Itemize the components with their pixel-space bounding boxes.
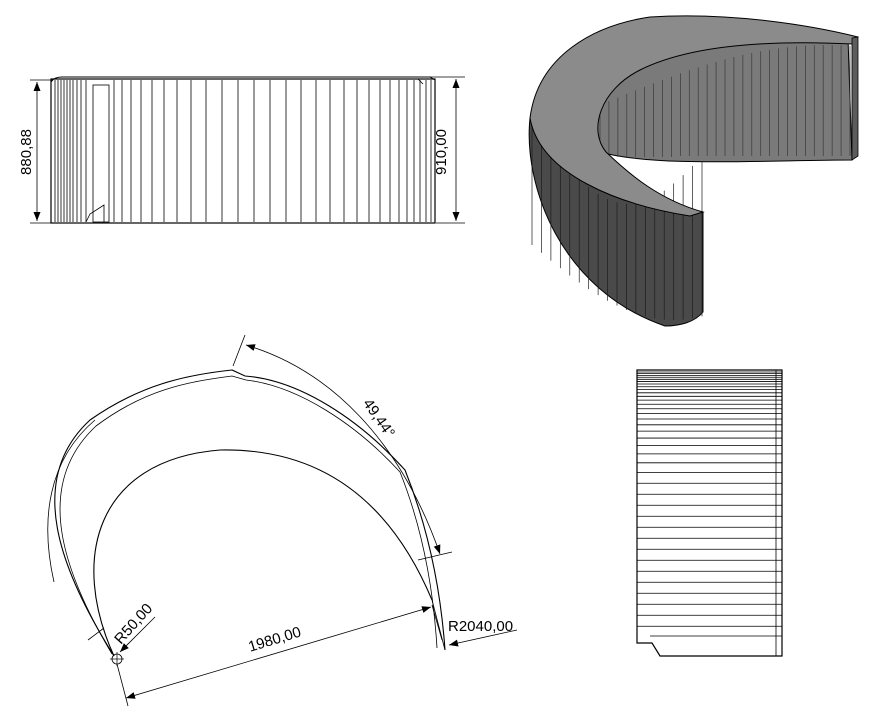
iso-outer-facet-lines	[531, 120, 703, 320]
top-view-inner-arc	[93, 449, 433, 657]
dim-radius-r50: R50,00	[111, 600, 156, 647]
top-view-outer-arc	[54, 369, 446, 657]
dim-r2040-leader	[448, 629, 518, 647]
dim-height-880: 880,88	[18, 129, 35, 175]
dim-angle-ext-2	[417, 551, 453, 561]
front-view: 880,88 910,00	[18, 76, 465, 224]
side-view-facet-lines	[637, 371, 782, 627]
front-view-top-edge	[50, 76, 436, 83]
front-view-facet-lines	[54, 80, 432, 222]
front-view-end-panel	[92, 84, 110, 223]
front-view-foot-detail	[85, 204, 105, 223]
isometric-view	[528, 15, 859, 327]
dim-angle-arc	[245, 344, 441, 555]
iso-end-cap	[851, 36, 859, 161]
side-view-outline	[636, 369, 783, 657]
dim-angle-ext-1	[232, 334, 246, 367]
iso-inner-facet-lines	[599, 45, 851, 157]
dim-angle-49: 49,44°	[359, 396, 398, 441]
dim-chord-ext-1	[116, 663, 129, 707]
top-view-band	[47, 419, 96, 583]
dim-radius-r2040: R2040,00	[448, 618, 513, 635]
top-view	[47, 334, 518, 707]
iso-top-face	[529, 15, 859, 217]
dim-chord-line	[125, 606, 432, 699]
top-view-end-right	[431, 599, 446, 651]
dim-chord-1980: 1980,00	[246, 624, 303, 656]
dim-height-910: 910,00	[433, 129, 450, 175]
top-view-end-left	[87, 627, 105, 641]
dim-chord-ext-2	[431, 604, 443, 641]
front-view-outline	[50, 78, 436, 224]
side-view	[636, 369, 783, 657]
front-view-top-notch	[417, 78, 424, 85]
